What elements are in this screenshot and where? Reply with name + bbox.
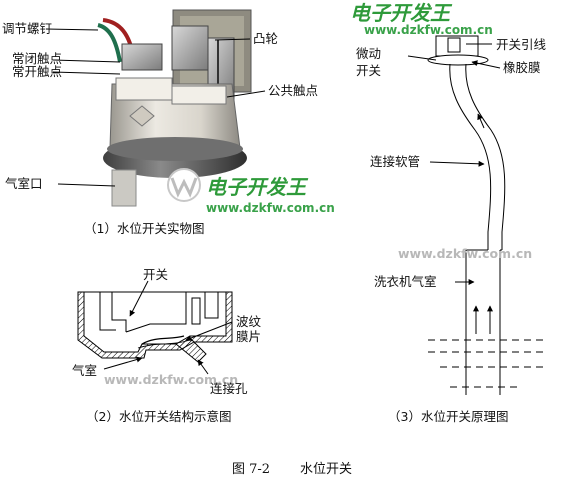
watermark-url-structure: www.dzkfw.com.cn (104, 372, 238, 387)
caption-photo: （1）水位开关实物图 (84, 221, 205, 236)
label-hose: 连接软管 (370, 154, 421, 169)
caption-principle: （3）水位开关原理图 (388, 409, 509, 424)
label-cam: 凸轮 (253, 31, 279, 46)
structure-diagram (77, 291, 233, 363)
label-diaphragm-1: 波纹 (236, 314, 262, 329)
watermark-url-principle: www.dzkfw.com.cn (398, 246, 532, 261)
label-lead: 开关引线 (496, 37, 547, 52)
watermark-title-mid: 电子开发王 (206, 175, 309, 199)
label-connect-hole: 连接孔 (210, 381, 248, 396)
label-no-contact: 常开触点 (12, 64, 63, 79)
watermark-url-top: www.dzkfw.com.cn (364, 23, 493, 37)
photo-leaders (45, 28, 266, 187)
label-adjust-screw: 调节螺钉 (2, 21, 53, 36)
label-nc-contact: 常闭触点 (12, 51, 63, 66)
label-switch: 开关 (143, 267, 169, 282)
label-air-chamber: 气室 (72, 363, 98, 378)
figure-number: 图 7-2 (232, 462, 271, 477)
watermark-url-mid: www.dzkfw.com.cn (206, 201, 335, 215)
structure-leaders (103, 280, 233, 375)
watermark-title-top: 电子开发王 (350, 1, 453, 25)
label-micro-2: 开关 (356, 63, 382, 78)
watermark-logo (167, 168, 201, 202)
figure-title: 水位开关 (300, 462, 353, 477)
principle-leaders (407, 43, 501, 285)
label-air-inlet: 气室口 (5, 176, 43, 191)
principle-diagram (427, 35, 545, 395)
switch-photo (97, 9, 252, 207)
label-diaphragm-2: 膜片 (236, 329, 262, 344)
label-washer-chamber: 洗衣机气室 (374, 274, 437, 289)
label-micro-1: 微动 (356, 46, 382, 61)
label-rubber: 橡胶膜 (503, 60, 541, 75)
label-common-contact: 公共触点 (268, 83, 319, 98)
caption-structure: （2）水位开关结构示意图 (86, 409, 232, 424)
